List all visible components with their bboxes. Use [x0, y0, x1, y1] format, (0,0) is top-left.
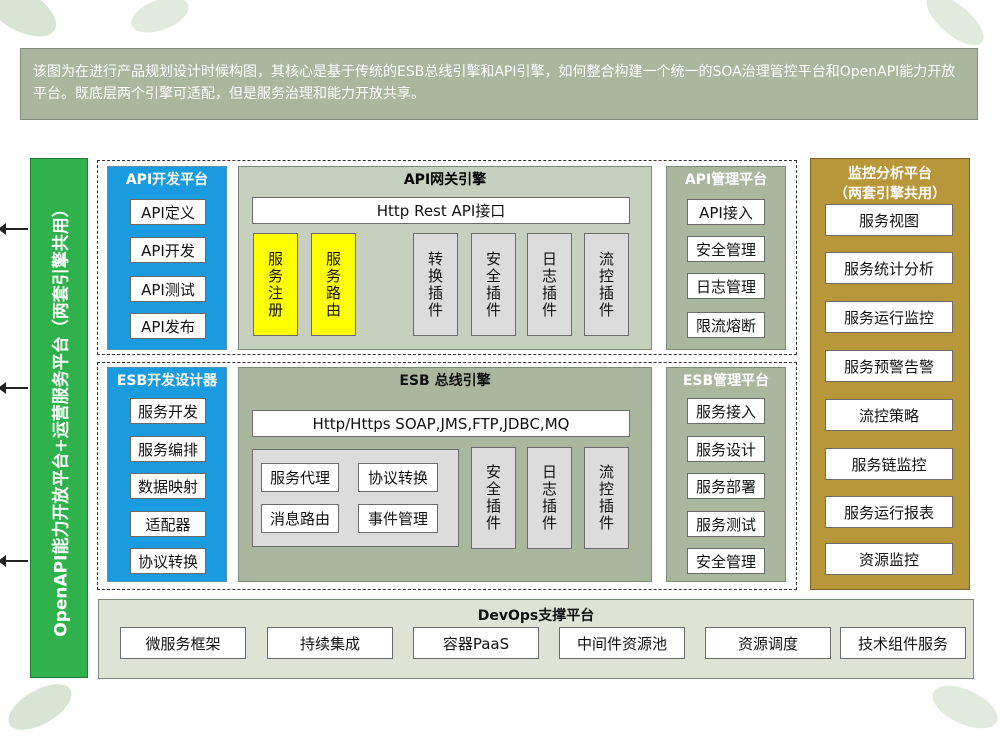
- transform-plugin-button[interactable]: 转换插件: [413, 233, 458, 336]
- service-runtime-monitor-button[interactable]: 服务运行监控: [825, 301, 953, 333]
- service-orchestration-button[interactable]: 服务编排: [130, 436, 206, 462]
- middleware-pool-button[interactable]: 中间件资源池: [559, 627, 685, 659]
- log-plugin-button[interactable]: 日志插件: [527, 233, 572, 336]
- protocol-transform-button[interactable]: 协议转换: [358, 463, 438, 492]
- security-management-button[interactable]: 安全管理: [687, 236, 765, 262]
- api-define-button[interactable]: API定义: [130, 199, 206, 225]
- leaf-decoration: [918, 0, 992, 54]
- esb-security-management-button[interactable]: 安全管理: [687, 548, 765, 574]
- leaf-decoration: [0, 0, 65, 48]
- microservice-framework-button[interactable]: 微服务框架: [120, 627, 246, 659]
- log-management-button[interactable]: 日志管理: [687, 273, 765, 299]
- service-routing-button[interactable]: 服务路由: [311, 233, 356, 336]
- arrow-left-icon: [0, 223, 28, 235]
- leaf-decoration: [1, 674, 79, 740]
- openapi-operations-platform-bar: OpenAPI能力开放平台+运营服务平台（两套引擎共用）: [30, 158, 88, 678]
- api-publish-button[interactable]: API发布: [130, 313, 206, 339]
- service-runtime-report-button[interactable]: 服务运行报表: [825, 496, 953, 528]
- api-dev-title: API开发平台: [125, 172, 209, 188]
- service-chain-monitor-button[interactable]: 服务链监控: [825, 448, 953, 480]
- tech-component-service-button[interactable]: 技术组件服务: [840, 627, 966, 659]
- service-alert-button[interactable]: 服务预警告警: [825, 350, 953, 382]
- esb-security-plugin-button[interactable]: 安全插件: [471, 447, 516, 549]
- intro-text: 该图为在进行产品规划设计时候构图，其核心是基于传统的ESB总线引擎和API引擎，…: [33, 64, 956, 102]
- http-rest-api-interface[interactable]: Http Rest API接口: [252, 197, 630, 224]
- api-test-button[interactable]: API测试: [130, 276, 206, 302]
- api-access-button[interactable]: API接入: [687, 199, 765, 225]
- leaf-decoration: [126, 0, 194, 40]
- service-design-button[interactable]: 服务设计: [687, 436, 765, 462]
- monitor-title: 监控分析平台: [848, 166, 932, 182]
- esb-log-plugin-button[interactable]: 日志插件: [527, 447, 572, 549]
- api-mgmt-title: API管理平台: [684, 172, 768, 188]
- esb-group-border: [97, 362, 797, 590]
- arrow-left-icon: [0, 382, 28, 394]
- event-management-button[interactable]: 事件管理: [358, 504, 438, 533]
- esb-protocol-interface[interactable]: Http/Https SOAP,JMS,FTP,JDBC,MQ: [252, 410, 630, 437]
- leaf-decoration: [926, 676, 1000, 738]
- continuous-integration-button[interactable]: 持续集成: [267, 627, 393, 659]
- service-develop-button[interactable]: 服务开发: [130, 398, 206, 424]
- service-access-button[interactable]: 服务接入: [687, 398, 765, 424]
- api-gateway-title: API网关引擎: [403, 172, 487, 188]
- rate-limit-circuit-button[interactable]: 限流熔断: [687, 312, 765, 338]
- esb-dev-title: ESB开发设计器: [116, 373, 218, 389]
- flow-control-policy-button[interactable]: 流控策略: [825, 399, 953, 431]
- devops-title: DevOps支撑平台: [477, 608, 595, 624]
- service-proxy-button[interactable]: 服务代理: [261, 463, 339, 492]
- security-plugin-button[interactable]: 安全插件: [471, 233, 516, 336]
- service-statistics-button[interactable]: 服务统计分析: [825, 252, 953, 284]
- resource-monitor-button[interactable]: 资源监控: [825, 543, 953, 575]
- adapter-button[interactable]: 适配器: [130, 511, 206, 537]
- esb-mgmt-title: ESB管理平台: [682, 373, 770, 389]
- esb-flow-control-plugin-button[interactable]: 流控插件: [584, 447, 629, 549]
- intro-box: 该图为在进行产品规划设计时候构图，其核心是基于传统的ESB总线引擎和API引擎，…: [20, 48, 978, 120]
- service-register-button[interactable]: 服务注册: [253, 233, 298, 336]
- left-bar-label: OpenAPI能力开放平台+运营服务平台（两套引擎共用）: [51, 199, 72, 637]
- message-routing-button[interactable]: 消息路由: [261, 504, 339, 533]
- service-test-button[interactable]: 服务测试: [687, 511, 765, 537]
- arrow-left-icon: [0, 555, 28, 567]
- api-develop-button[interactable]: API开发: [130, 237, 206, 263]
- service-deploy-button[interactable]: 服务部署: [687, 473, 765, 499]
- protocol-convert-button[interactable]: 协议转换: [130, 548, 206, 574]
- api-group-border: [97, 160, 797, 355]
- monitor-subtitle: （两套引擎共用）: [834, 186, 946, 202]
- resource-scheduling-button[interactable]: 资源调度: [705, 627, 831, 659]
- esb-engine-title: ESB 总线引擎: [399, 373, 491, 389]
- data-mapping-button[interactable]: 数据映射: [130, 473, 206, 499]
- flow-control-plugin-button[interactable]: 流控插件: [584, 233, 629, 336]
- service-view-button[interactable]: 服务视图: [825, 204, 953, 236]
- container-paas-button[interactable]: 容器PaaS: [413, 627, 539, 659]
